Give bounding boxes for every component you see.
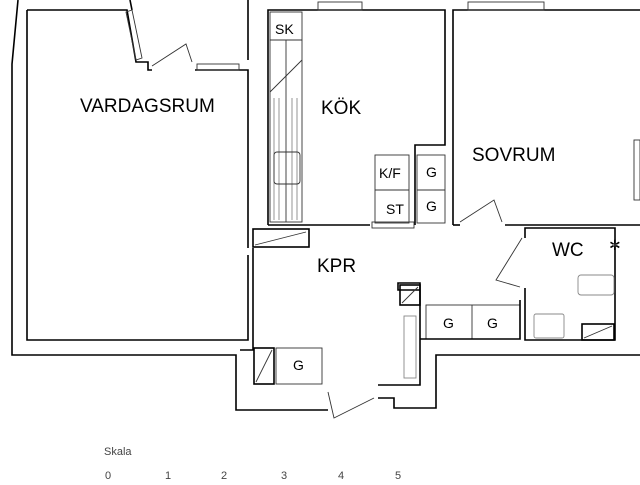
- wall-segment: [420, 300, 521, 340]
- wall-segment: [378, 282, 421, 386]
- room-label-vardagsrum: VARDAGSRUM: [80, 96, 215, 117]
- shelf: [403, 315, 417, 379]
- scale-label: Skala: [104, 446, 132, 458]
- door-swing: [151, 43, 193, 67]
- fan-icon: ✲: [609, 237, 621, 253]
- window: [125, 9, 143, 61]
- drainboard: [273, 98, 298, 220]
- fixture-label-g: G: [426, 198, 437, 214]
- fixture-label-g: G: [487, 315, 498, 331]
- closet: [252, 228, 310, 248]
- living-room-walls: [27, 9, 152, 71]
- sink-icon: [273, 151, 301, 185]
- sliding-door: [371, 221, 415, 229]
- wardrobe-unit: [425, 304, 521, 340]
- fixture-label-g: G: [426, 164, 437, 180]
- radiator: [633, 139, 640, 201]
- wall-segment: [240, 320, 254, 351]
- living-room-walls-3: [26, 10, 249, 341]
- fixture-label-sk: SK: [275, 21, 294, 37]
- closet-line: [254, 231, 307, 246]
- shaft-line: [401, 286, 419, 304]
- room-label-sovrum: SOVRUM: [472, 145, 555, 166]
- window: [196, 63, 240, 71]
- bedroom-walls: [452, 9, 640, 225]
- entrance-door: [327, 391, 375, 419]
- scale-tick: 0: [105, 470, 111, 480]
- scale-tick: 5: [395, 470, 401, 480]
- window: [317, 1, 363, 11]
- toilet-icon: [577, 274, 615, 296]
- room-label-kpr: KPR: [317, 256, 356, 277]
- room-label-kok: KÖK: [321, 98, 361, 119]
- outer-wall-right: [378, 354, 640, 409]
- wc-walls: [524, 227, 616, 341]
- washbasin-icon: [533, 313, 565, 339]
- fixture-label-kf: K/F: [379, 165, 401, 181]
- door-swing: [459, 199, 503, 223]
- shaft: [581, 323, 615, 341]
- kitchen-walls: [267, 9, 446, 225]
- outer-wall-left: [11, 0, 328, 411]
- fixture-label-g: G: [443, 315, 454, 331]
- fixture-label-st: ST: [386, 201, 404, 217]
- door-swing: [495, 237, 523, 288]
- room-label-wc: WC: [552, 240, 584, 261]
- shaft: [399, 284, 421, 306]
- scale-tick: 3: [281, 470, 287, 480]
- scale-tick: 2: [221, 470, 227, 480]
- wardrobe-unit: [275, 347, 323, 385]
- fixture-label-g: G: [293, 357, 304, 373]
- fridge-st-unit: [374, 154, 410, 224]
- scale-tick: 4: [338, 470, 344, 480]
- wall-segment: [129, 0, 133, 11]
- window: [467, 1, 545, 11]
- scale-tick: 1: [165, 470, 171, 480]
- shaft-line: [255, 349, 273, 383]
- shaft: [253, 347, 275, 385]
- shaft-line: [583, 325, 613, 339]
- wardrobe-unit: [416, 154, 446, 224]
